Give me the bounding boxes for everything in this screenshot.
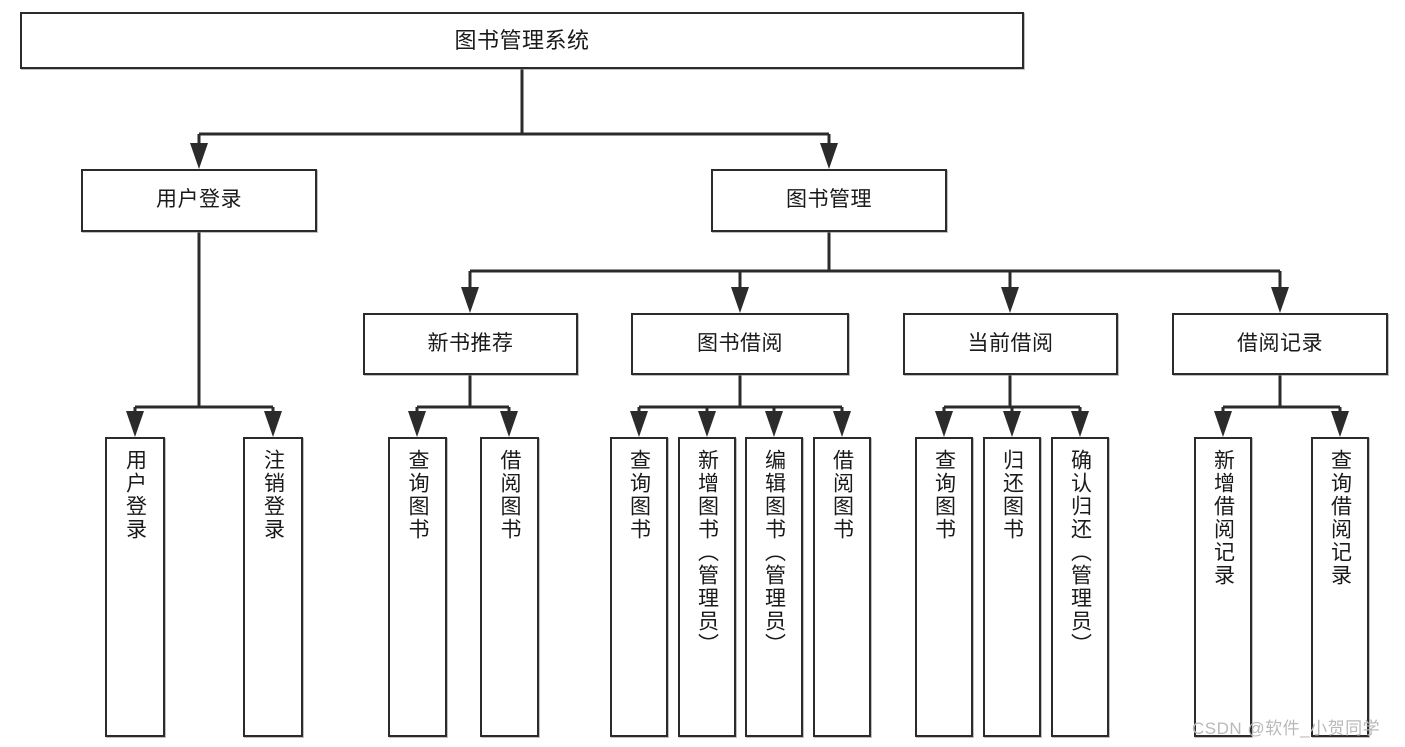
bus-book-mgmt-arrowhead-3 [1271, 287, 1289, 313]
node-leaf_borrow_query[interactable]: 查询图书 [610, 437, 668, 737]
bus-new-book-rec-arrowhead-1 [500, 411, 518, 437]
node-leaf_rec_search[interactable]: 查询借阅记录 [1311, 437, 1369, 737]
node-label-leaf_rec_search: 查询借阅记录 [1328, 449, 1352, 587]
node-current_borrow[interactable]: 当前借阅 [903, 313, 1118, 375]
node-label-borrow_record: 借阅记录 [1237, 331, 1323, 355]
bus-book-mgmt-arrowhead-2 [1001, 287, 1019, 313]
node-leaf_rec_query[interactable]: 查询图书 [388, 437, 447, 737]
node-label-leaf_rec_add: 新增借阅记录 [1211, 449, 1235, 587]
node-label-leaf_cur_query: 查询图书 [932, 449, 956, 541]
node-leaf_cur_confirm[interactable]: 确认归还（管理员） [1051, 437, 1109, 737]
node-leaf_borrow_add[interactable]: 新增图书（管理员） [678, 437, 736, 737]
connector-lines [126, 69, 1349, 437]
node-label-current_borrow: 当前借阅 [967, 331, 1054, 355]
node-label-new_book_rec: 新书推荐 [427, 331, 514, 355]
node-label-leaf_borrow_lend: 借阅图书 [830, 449, 854, 541]
node-leaf_cur_return[interactable]: 归还图书 [983, 437, 1041, 737]
bus-user-login-arrowhead-1 [264, 411, 282, 437]
bus-book-borrow-arrowhead-3 [833, 411, 851, 437]
node-label-leaf_user_logout: 注销登录 [261, 449, 285, 541]
node-label-user_login: 用户登录 [156, 188, 242, 212]
node-label-book_borrow: 图书借阅 [697, 331, 783, 355]
bus-new-book-rec-arrowhead-0 [408, 411, 426, 437]
bus-book-borrow-arrowhead-1 [698, 411, 716, 437]
node-book_mgmt[interactable]: 图书管理 [711, 169, 947, 232]
node-leaf_user_login[interactable]: 用户登录 [105, 437, 165, 737]
node-leaf_borrow_lend[interactable]: 借阅图书 [813, 437, 871, 737]
watermark: CSDN @软件_小贺同学 [1192, 719, 1381, 738]
bus-borrow-record-arrowhead-1 [1331, 411, 1349, 437]
node-leaf_user_logout[interactable]: 注销登录 [243, 437, 303, 737]
bus-user-login-arrowhead-0 [126, 411, 144, 437]
bus-root-arrowhead-1 [820, 143, 838, 169]
node-label-leaf_rec_borrow: 借阅图书 [498, 449, 521, 541]
node-leaf_borrow_edit[interactable]: 编辑图书（管理员） [745, 437, 803, 737]
node-book_borrow[interactable]: 图书借阅 [631, 313, 849, 375]
node-label-leaf_borrow_edit: 编辑图书（管理员） [762, 449, 786, 656]
bus-root-arrowhead-0 [190, 143, 208, 169]
node-leaf_rec_add[interactable]: 新增借阅记录 [1194, 437, 1252, 737]
node-user_login[interactable]: 用户登录 [81, 169, 317, 232]
bus-current-borrow-arrowhead-0 [935, 411, 953, 437]
bus-borrow-record-arrowhead-0 [1214, 411, 1232, 437]
bus-book-mgmt-arrowhead-1 [731, 287, 749, 313]
node-label-leaf_borrow_query: 查询图书 [627, 449, 651, 541]
node-leaf_cur_query[interactable]: 查询图书 [915, 437, 973, 737]
node-label-book_mgmt: 图书管理 [786, 188, 872, 212]
bus-current-borrow-arrowhead-1 [1003, 411, 1021, 437]
node-label-root: 图书管理系统 [454, 27, 590, 53]
node-leaf_rec_borrow[interactable]: 借阅图书 [480, 437, 539, 737]
node-label-leaf_user_login: 用户登录 [123, 449, 147, 541]
node-label-leaf_cur_return: 归还图书 [1000, 449, 1024, 541]
bus-book-borrow-arrowhead-2 [765, 411, 783, 437]
node-root[interactable]: 图书管理系统 [20, 12, 1024, 69]
bus-book-borrow-arrowhead-0 [630, 411, 648, 437]
node-label-leaf_cur_confirm: 确认归还（管理员） [1068, 449, 1092, 656]
node-label-leaf_borrow_add: 新增图书（管理员） [695, 449, 719, 656]
node-borrow_record[interactable]: 借阅记录 [1172, 313, 1388, 375]
node-label-leaf_rec_query: 查询图书 [406, 449, 429, 541]
node-new_book_rec[interactable]: 新书推荐 [363, 313, 578, 375]
bus-current-borrow-arrowhead-2 [1071, 411, 1089, 437]
bus-book-mgmt-arrowhead-0 [461, 287, 479, 313]
